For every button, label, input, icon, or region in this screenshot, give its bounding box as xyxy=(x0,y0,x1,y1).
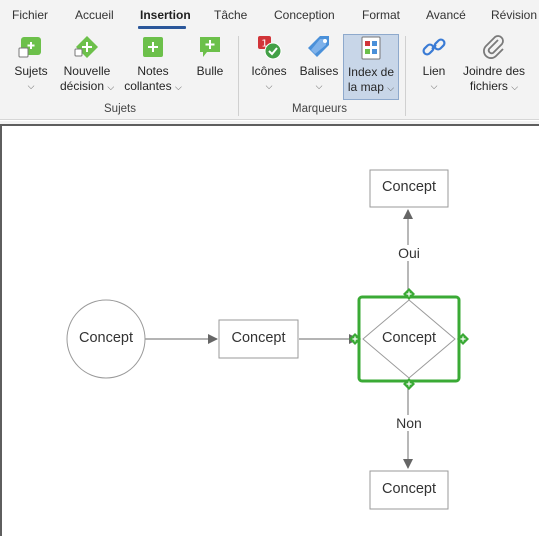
decision-add-icon xyxy=(74,36,98,58)
concept-box-middle[interactable] xyxy=(218,319,299,359)
index-map-button[interactable]: Index de la map ⌵ xyxy=(343,34,399,100)
nouvelle-decision-button[interactable]: Nouvelle décision ⌵ xyxy=(60,34,114,95)
concept-box-top[interactable] xyxy=(369,169,449,208)
active-tab-indicator xyxy=(138,26,186,29)
lien-label: Lien xyxy=(422,64,446,78)
sujets-label: Sujets xyxy=(14,64,48,78)
chevron-down-icon: ⌵ xyxy=(27,81,35,91)
chevron-down-icon: ⌵ xyxy=(265,81,273,91)
tab-format[interactable]: Format xyxy=(362,8,401,22)
bulle-button[interactable]: Bulle xyxy=(190,34,230,79)
edge-label-no[interactable]: Non xyxy=(390,415,428,431)
balises-label: Balises xyxy=(299,64,339,78)
notes-label-2: collantes ⌵ xyxy=(124,79,182,93)
tab-revision[interactable]: Révision xyxy=(491,8,538,22)
joindre-label-2: fichiers ⌵ xyxy=(469,79,519,93)
map-canvas[interactable]: Concept Concept Concept Concept Concept … xyxy=(0,124,539,536)
box-top-label: Concept xyxy=(381,179,436,195)
decision-label-1: Nouvelle xyxy=(63,64,111,78)
index-label-1: Index de xyxy=(347,65,395,79)
sticky-note-icon xyxy=(143,37,163,57)
menu-tab-bar: Fichier Accueil Insertion Tâche Concepti… xyxy=(0,0,539,30)
ribbon: Sujets ⌵ Nouvelle décision ⌵ Notes colla… xyxy=(0,30,539,120)
group-label-sujets: Sujets xyxy=(104,103,136,115)
sujets-button[interactable]: Sujets ⌵ xyxy=(10,34,52,94)
icons-badge-icon: 1 xyxy=(258,36,282,60)
group-label-marqueurs: Marqueurs xyxy=(292,103,347,115)
chevron-down-icon: ⌵ xyxy=(107,82,115,92)
ribbon-separator xyxy=(238,36,239,116)
joindre-fichiers-button[interactable]: Joindre des fichiers ⌵ xyxy=(460,34,528,95)
paperclip-icon xyxy=(483,35,504,59)
link-icon xyxy=(422,38,446,56)
tab-conception[interactable]: Conception xyxy=(274,8,335,22)
svg-text:1: 1 xyxy=(261,39,267,50)
balises-button[interactable]: Balises ⌵ xyxy=(298,34,340,94)
tag-icon xyxy=(308,36,329,57)
bulle-label: Bulle xyxy=(196,64,224,78)
tab-tache[interactable]: Tâche xyxy=(214,8,248,22)
chevron-down-icon: ⌵ xyxy=(174,82,182,92)
lien-button[interactable]: Lien ⌵ xyxy=(414,34,454,94)
edge-label-yes[interactable]: Oui xyxy=(392,245,426,261)
chevron-down-icon: ⌵ xyxy=(315,81,323,91)
callout-bubble-icon xyxy=(200,37,220,57)
icones-button[interactable]: 1 Icônes ⌵ xyxy=(248,34,290,94)
concept-circle-node[interactable] xyxy=(66,299,146,379)
notes-label-1: Notes xyxy=(137,64,169,78)
tab-accueil[interactable]: Accueil xyxy=(75,8,114,22)
tab-fichier[interactable]: Fichier xyxy=(12,8,49,22)
tab-insertion[interactable]: Insertion xyxy=(140,8,191,22)
chevron-down-icon: ⌵ xyxy=(387,83,395,93)
notes-collantes-button[interactable]: Notes collantes ⌵ xyxy=(122,34,184,95)
chevron-down-icon: ⌵ xyxy=(430,81,438,91)
icones-label: Icônes xyxy=(251,64,287,78)
add-topic-handles[interactable] xyxy=(349,288,469,390)
circle-node-label: Concept xyxy=(78,330,133,346)
box-middle-label: Concept xyxy=(231,330,286,346)
ribbon-separator xyxy=(405,36,406,116)
index-label-2: la map ⌵ xyxy=(347,80,395,94)
topic-add-icon xyxy=(18,37,41,58)
diagram-svg xyxy=(66,169,469,510)
decision-label-2: décision ⌵ xyxy=(60,79,115,93)
box-bottom-label: Concept xyxy=(381,481,436,497)
ribbon-bottom-strip xyxy=(0,121,539,124)
diamond-label: Concept xyxy=(381,330,436,346)
map-index-icon xyxy=(361,36,381,60)
concept-box-bottom[interactable] xyxy=(369,470,449,510)
tab-avance[interactable]: Avancé xyxy=(426,8,466,22)
chevron-down-icon: ⌵ xyxy=(511,82,519,92)
joindre-label-1: Joindre des xyxy=(462,64,526,78)
